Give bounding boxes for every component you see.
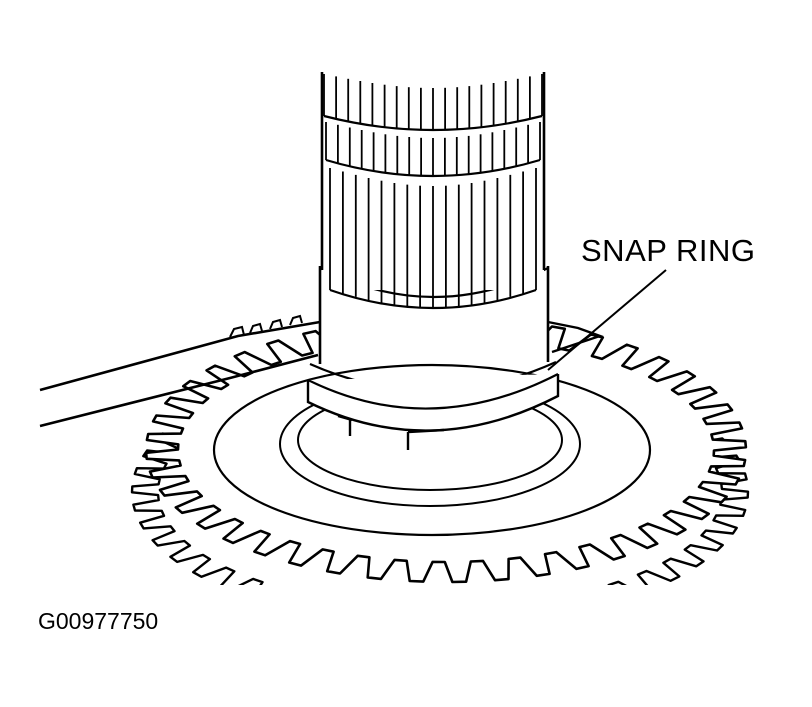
- snap-ring-pliers: [39, 314, 604, 428]
- spline-edge: [325, 158, 541, 178]
- snap-ring-gap-right: [406, 428, 445, 450]
- splined-shaft: [320, 70, 546, 310]
- pliers-upper-jaw: [39, 320, 321, 392]
- snap-ring-top: [307, 373, 559, 410]
- snap-ring-callout-label: SNAP RING: [581, 233, 756, 268]
- pliers-lower-jaw: [39, 353, 319, 428]
- callout-leader-line: [547, 269, 667, 371]
- gear-face-ring-outer: [212, 363, 652, 537]
- pliers-tip: [547, 320, 604, 354]
- pliers-serration: [229, 314, 303, 338]
- figure-id: G00977750: [38, 608, 159, 634]
- shaft-collar: [309, 266, 557, 392]
- spline-edge: [323, 114, 543, 132]
- collar-body: [320, 268, 548, 360]
- main-gear: [144, 316, 748, 584]
- spline-edge: [329, 288, 537, 310]
- snap-ring: [306, 373, 560, 450]
- shaft-splines-lower: [329, 168, 537, 310]
- snap-ring-gap-left: [337, 414, 353, 436]
- shaft-spline-ring: [325, 122, 541, 178]
- shaft-splines-upper: [323, 74, 543, 132]
